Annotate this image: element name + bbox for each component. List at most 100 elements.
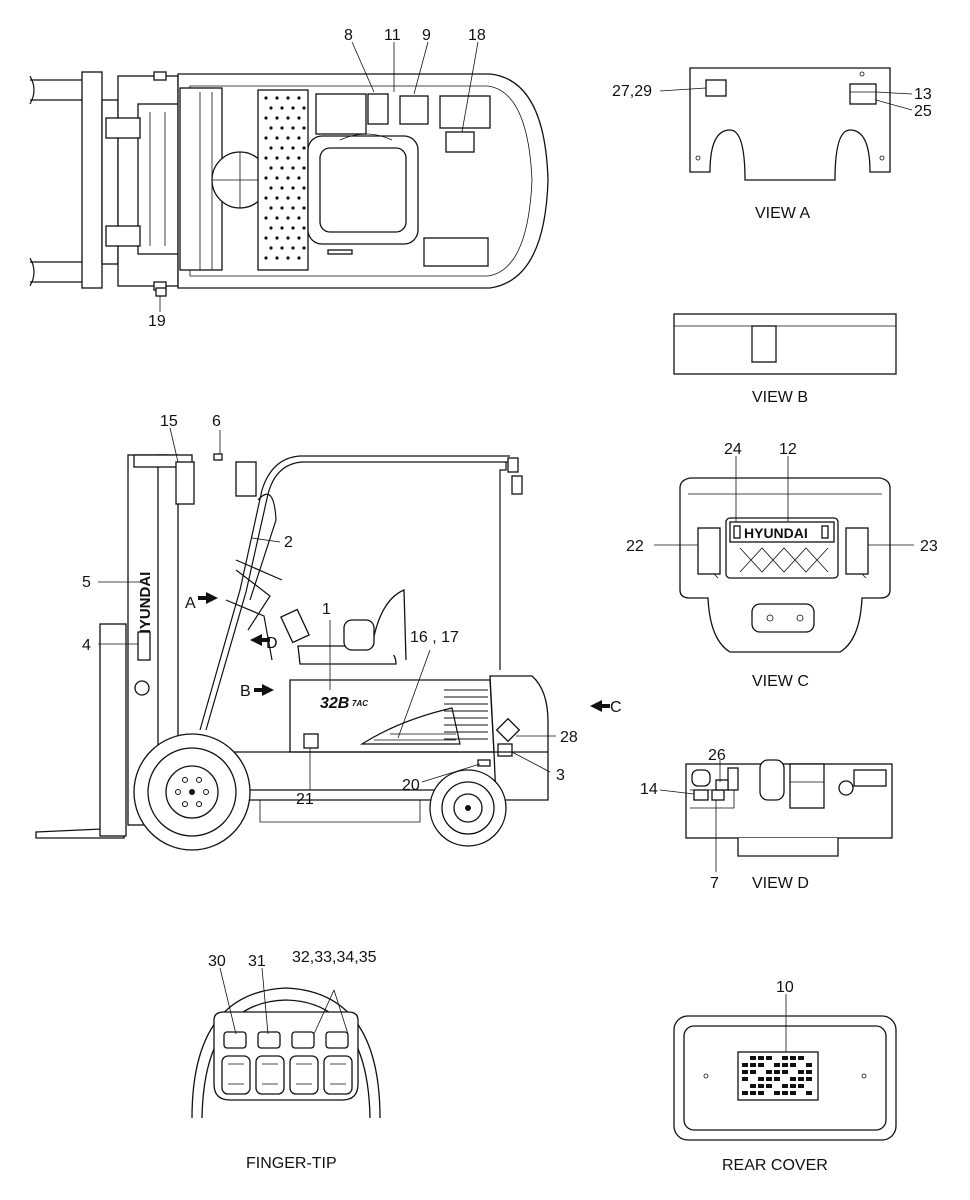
label-cell [790,1056,796,1060]
label-7: 7 [710,875,719,892]
label-cell [742,1063,748,1067]
label-cell [774,1077,780,1081]
floor-dot [291,186,295,190]
label-cell [742,1070,748,1074]
label-21: 21 [296,791,314,808]
floor-dot [275,236,279,240]
label-cell [798,1056,804,1060]
floor-dot [280,246,284,250]
floor-dot [269,186,273,190]
floor-dot [286,96,290,100]
floor-dot [269,246,273,250]
finger-tip-view: 30 31 32,33,34,35 FINGER-TIP [191,949,381,1172]
label-23: 23 [920,538,938,555]
label-27-29: 27,29 [612,83,652,100]
label-14: 14 [640,781,658,798]
floor-dot [286,116,290,120]
label-24: 24 [724,441,742,458]
label-cell [790,1063,796,1067]
floor-dot [280,206,284,210]
label-2: 2 [284,534,293,551]
floor-dot [275,96,279,100]
label-cell [766,1056,772,1060]
label-cell [750,1056,756,1060]
floor-dot [264,96,268,100]
floor-plate-pattern [264,96,306,260]
floor-dot [264,236,268,240]
label-cell [750,1070,756,1074]
arrow-a-label[interactable]: A [185,595,196,612]
floor-dot [297,176,301,180]
label-32-35: 32,33,34,35 [292,949,377,966]
label-3: 3 [556,767,565,784]
floor-dot [291,226,295,230]
arrow-c-label[interactable]: C [610,699,622,716]
label-cell [766,1070,772,1074]
floor-dot [291,246,295,250]
mast-brand-text: HYUNDAI [137,572,154,640]
label-30: 30 [208,953,226,970]
label-cell [798,1077,804,1081]
floor-dot [302,166,306,170]
floor-dot [269,146,273,150]
label-cell [766,1084,772,1088]
label-1: 1 [322,601,331,618]
label-13: 13 [914,86,932,103]
floor-dot [286,236,290,240]
view-a-caption: VIEW A [755,205,810,222]
label-31: 31 [248,953,266,970]
arrow-b-label[interactable]: B [240,683,251,700]
view-c: HYUNDAI 24 12 22 23 VIEW C [626,441,938,690]
floor-dot [297,216,301,220]
floor-dot [302,206,306,210]
floor-dot [269,106,273,110]
floor-dot [269,226,273,230]
label-cell [774,1091,780,1095]
label-cell [782,1063,788,1067]
floor-dot [269,126,273,130]
label-cell [782,1056,788,1060]
label-cell [806,1077,812,1081]
finger-tip-caption: FINGER-TIP [246,1155,337,1172]
label-8: 8 [344,27,353,44]
floor-dot [280,126,284,130]
label-11: 11 [384,27,401,44]
view-b: VIEW B [673,313,897,406]
floor-dot [297,256,301,260]
floor-dot [264,176,268,180]
label-cell [790,1091,796,1095]
floor-dot [264,136,268,140]
label-cell [774,1070,780,1074]
label-15: 15 [160,413,178,430]
label-cell [782,1084,788,1088]
floor-dot [286,216,290,220]
floor-dot [291,126,295,130]
arrow-d-label[interactable]: D [266,635,278,652]
view-c-brand-text: HYUNDAI [744,525,808,541]
label-26: 26 [708,747,726,764]
label-cell [758,1063,764,1067]
label-cell [742,1077,748,1081]
model-badge-text: 32B [320,695,349,712]
floor-dot [297,116,301,120]
floor-dot [269,166,273,170]
label-cell [758,1084,764,1088]
label-cell [758,1056,764,1060]
view-b-caption: VIEW B [752,389,808,406]
floor-dot [286,136,290,140]
floor-dot [302,226,306,230]
floor-dot [297,96,301,100]
floor-dot [291,106,295,110]
label-9: 9 [422,27,431,44]
label-cell [790,1084,796,1088]
view-d-caption: VIEW D [752,875,809,892]
label-cell [766,1077,772,1081]
label-cell [750,1063,756,1067]
view-d: 26 14 7 VIEW D [640,747,893,892]
floor-dot [297,156,301,160]
floor-dot [291,206,295,210]
label-22: 22 [626,538,644,555]
floor-dot [297,196,301,200]
label-cell [750,1091,756,1095]
rear-cover-caption: REAR COVER [722,1157,828,1174]
